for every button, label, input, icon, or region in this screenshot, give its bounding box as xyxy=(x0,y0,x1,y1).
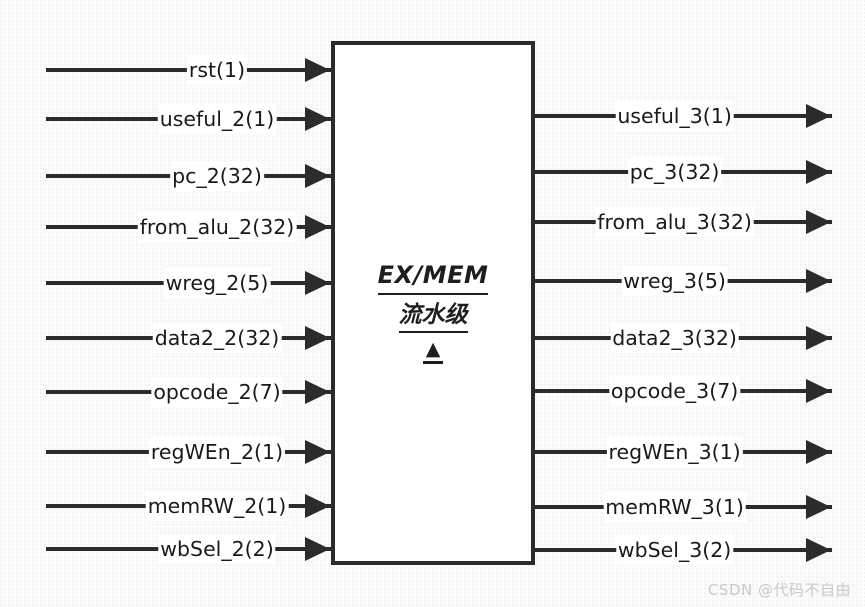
signal-label: data2_3(32) xyxy=(610,323,739,353)
output-signal-row: memRW_3(1) xyxy=(535,492,832,522)
arrow-head-icon xyxy=(806,104,831,128)
block-subtitle: 流水级 xyxy=(398,300,468,334)
output-signal-row: wbSel_3(2) xyxy=(535,535,832,565)
arrow-head-icon xyxy=(305,440,330,464)
input-signal-row: from_alu_2(32) xyxy=(46,212,331,242)
signal-label: opcode_2(7) xyxy=(151,377,283,407)
arrow-head-icon xyxy=(305,58,330,82)
arrow-head-icon xyxy=(305,537,330,561)
output-signal-row: useful_3(1) xyxy=(535,101,832,131)
input-signal-row: rst(1) xyxy=(46,55,331,85)
output-signal-row: regWEn_3(1) xyxy=(535,437,832,467)
signal-label: regWEn_3(1) xyxy=(606,437,743,467)
input-signal-row: useful_2(1) xyxy=(46,104,331,134)
block-glyph-line: ▲ xyxy=(335,333,531,365)
output-signal-row: data2_3(32) xyxy=(535,323,832,353)
signal-label: data2_2(32) xyxy=(152,323,282,353)
signal-label: wbSel_2(2) xyxy=(158,534,276,564)
arrow-head-icon xyxy=(806,538,831,562)
input-signal-row: wbSel_2(2) xyxy=(46,534,331,564)
signal-label: from_alu_3(32) xyxy=(595,207,754,237)
arrow-head-icon xyxy=(806,495,831,519)
arrow-head-icon xyxy=(305,107,330,131)
block-title-line: EX/MEM xyxy=(335,260,531,295)
input-signal-row: pc_2(32) xyxy=(46,161,331,191)
arrow-head-icon xyxy=(806,440,831,464)
block-subtitle-line: 流水级 xyxy=(335,295,531,334)
signal-label: from_alu_2(32) xyxy=(137,212,297,242)
arrow-head-icon xyxy=(305,164,330,188)
signal-label: memRW_3(1) xyxy=(603,492,746,522)
signal-label: rst(1) xyxy=(186,55,248,85)
arrow-head-icon xyxy=(305,494,330,518)
signal-label: memRW_2(1) xyxy=(145,491,289,521)
arrow-head-icon xyxy=(305,215,330,239)
signal-label: pc_2(32) xyxy=(170,161,264,191)
input-signal-row: memRW_2(1) xyxy=(46,491,331,521)
arrow-head-icon xyxy=(305,271,330,295)
output-signal-row: opcode_3(7) xyxy=(535,376,832,406)
input-signal-row: opcode_2(7) xyxy=(46,377,331,407)
signal-label: wbSel_3(2) xyxy=(615,535,734,565)
signal-label: pc_3(32) xyxy=(627,157,722,187)
output-signal-row: pc_3(32) xyxy=(535,157,832,187)
signal-label: wreg_2(5) xyxy=(163,268,271,298)
arrow-head-icon xyxy=(806,379,831,403)
output-signal-row: wreg_3(5) xyxy=(535,266,832,296)
triangle-up-icon: ▲ xyxy=(422,340,444,365)
arrow-head-icon xyxy=(305,326,330,350)
signal-label: useful_3(1) xyxy=(615,101,734,131)
signal-label: useful_2(1) xyxy=(157,104,277,134)
arrow-head-icon xyxy=(806,269,831,293)
arrow-head-icon xyxy=(305,380,330,404)
input-signal-row: regWEn_2(1) xyxy=(46,437,331,467)
output-signal-row: from_alu_3(32) xyxy=(535,207,832,237)
input-signal-row: wreg_2(5) xyxy=(46,268,331,298)
arrow-head-icon xyxy=(806,160,831,184)
block-title-group: EX/MEM 流水级 ▲ xyxy=(335,260,531,365)
arrow-head-icon xyxy=(806,210,831,234)
ex-mem-pipeline-block: EX/MEM 流水级 ▲ xyxy=(331,41,535,565)
signal-label: wreg_3(5) xyxy=(621,266,728,296)
watermark: CSDN @代码不自由 xyxy=(707,581,851,599)
signal-label: opcode_3(7) xyxy=(608,376,741,406)
block-title: EX/MEM xyxy=(377,260,489,295)
input-signal-row: data2_2(32) xyxy=(46,323,331,353)
signal-label: regWEn_2(1) xyxy=(148,437,286,467)
arrow-head-icon xyxy=(806,326,831,350)
